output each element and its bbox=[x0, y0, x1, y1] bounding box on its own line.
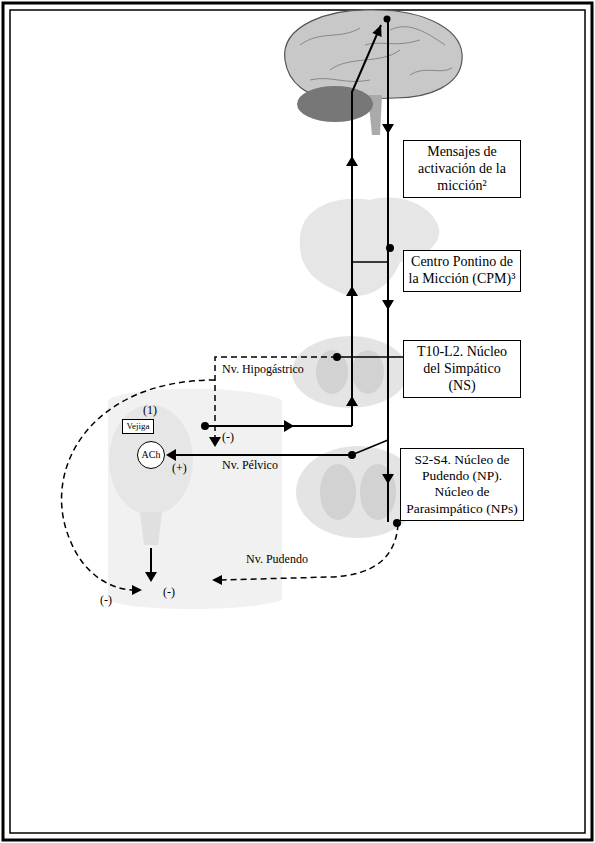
arrowhead bbox=[145, 572, 157, 582]
arrowhead bbox=[382, 474, 394, 484]
hypogastric-nerve bbox=[215, 357, 337, 440]
node-text: Centro Pontino de la Micción (CPM)³ bbox=[408, 254, 516, 288]
arrowhead bbox=[166, 449, 176, 461]
dot bbox=[386, 244, 394, 252]
dot bbox=[384, 16, 391, 23]
pelvic-nerve bbox=[170, 454, 352, 456]
text-box: Centro Pontino de la Micción (CPM)³ bbox=[403, 250, 521, 292]
afferent-line bbox=[205, 425, 352, 427]
outer-frame bbox=[3, 3, 592, 840]
descending-pathway bbox=[387, 20, 389, 522]
outflow-line bbox=[150, 548, 152, 574]
node-text: T10-L2. Núcleo del Simpático (NS) bbox=[408, 344, 516, 394]
arrowhead bbox=[132, 585, 142, 595]
pudendal-nerve bbox=[220, 524, 398, 580]
arrowhead bbox=[212, 575, 222, 585]
arrowhead bbox=[346, 286, 358, 296]
leader-line bbox=[337, 356, 403, 358]
bladder bbox=[109, 405, 193, 515]
ascending-pathway bbox=[352, 25, 381, 426]
arrowhead bbox=[209, 437, 221, 447]
sign-label: (-) bbox=[163, 586, 175, 600]
pelvis-region bbox=[108, 389, 282, 609]
branch-line bbox=[354, 440, 388, 454]
node-text: Vejiga bbox=[126, 421, 150, 432]
brain bbox=[285, 10, 463, 100]
spinal-section bbox=[292, 336, 408, 408]
node-text: Mensajes de activación de la micción² bbox=[408, 144, 516, 194]
text-box: T10-L2. Núcleo del Simpático (NS) bbox=[403, 340, 521, 398]
arrowhead bbox=[284, 420, 294, 432]
urethra bbox=[140, 512, 162, 545]
grey-matter bbox=[320, 464, 356, 520]
arrowhead bbox=[372, 25, 381, 37]
grey-matter bbox=[360, 464, 396, 520]
sign-label: (+) bbox=[172, 462, 187, 476]
arrowhead bbox=[382, 124, 394, 134]
nerve-label: Nv. Pudendo bbox=[246, 553, 308, 567]
text-box: Mensajes de activación de la micción² bbox=[403, 140, 521, 198]
bladder-label-box: Vejiga bbox=[122, 419, 154, 434]
sign-label: (-) bbox=[100, 594, 112, 608]
arrowhead bbox=[346, 156, 358, 166]
node-text: S2-S4. Núcleo de Pudendo (NP). Núcleo de… bbox=[404, 452, 520, 517]
dot bbox=[348, 451, 356, 459]
callout-number: (1) bbox=[143, 404, 157, 418]
node-text: ACh bbox=[142, 449, 161, 461]
ach-circle: ACh bbox=[137, 441, 165, 469]
inner-frame bbox=[10, 10, 585, 833]
hypogastric-branch bbox=[62, 380, 215, 590]
cerebellum bbox=[297, 86, 373, 122]
sign-label: (-) bbox=[222, 431, 234, 445]
arrowhead bbox=[382, 300, 394, 310]
arrowhead bbox=[346, 396, 358, 406]
leader-line bbox=[352, 261, 388, 263]
nerve-label: Nv. Pélvico bbox=[222, 459, 278, 473]
text-box: S2-S4. Núcleo de Pudendo (NP). Núcleo de… bbox=[400, 448, 524, 521]
nerve-label: Nv. Hipogástrico bbox=[222, 363, 304, 377]
